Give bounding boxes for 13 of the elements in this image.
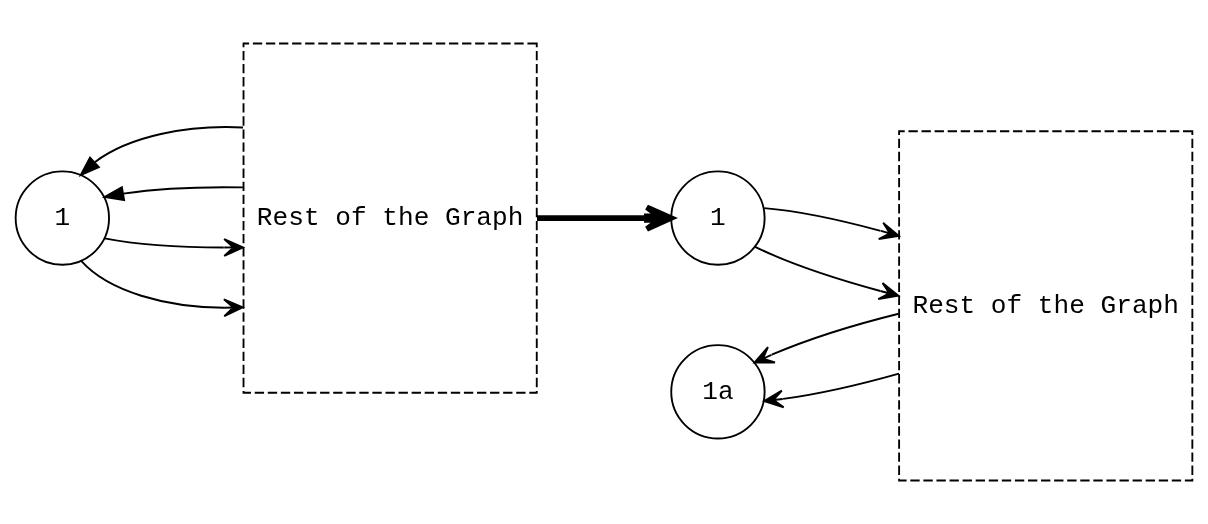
arrow — [101, 185, 244, 202]
arrow — [763, 207, 900, 240]
node-circle: 1 — [14, 170, 110, 266]
arrow — [103, 237, 244, 257]
arrow — [78, 126, 244, 178]
node-circle: 1a — [670, 344, 766, 440]
arrow — [80, 260, 244, 318]
arrow — [763, 372, 900, 409]
arrow — [753, 312, 900, 364]
node-box: Rest of the Graph — [898, 130, 1194, 482]
node-box: Rest of the Graph — [242, 42, 538, 394]
node-circle: 1 — [670, 170, 766, 266]
arrow — [754, 245, 900, 301]
